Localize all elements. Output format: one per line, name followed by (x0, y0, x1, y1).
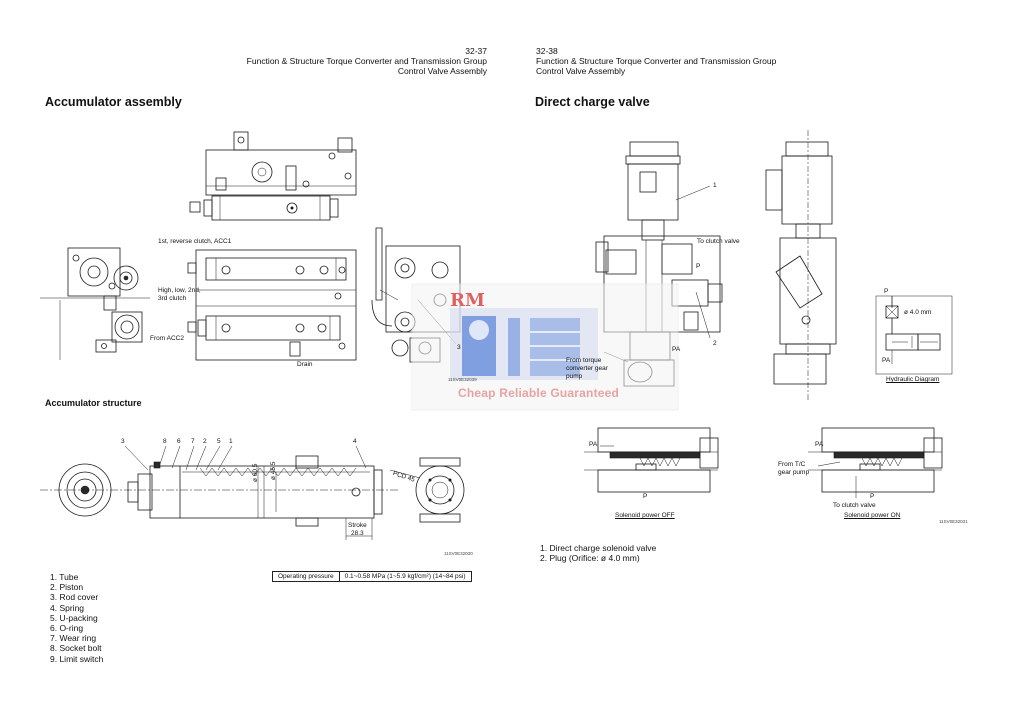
right-page-number: 32-38 (536, 46, 558, 56)
right-page-header: 32-38 Function & Structure Torque Conver… (536, 46, 836, 76)
accumulator-parts-list: 1. Tube 2. Piston 3. Rod cover 4. Spring… (50, 572, 103, 664)
hydraulic-diagram-caption: Hydraulic Diagram (886, 376, 940, 383)
accumulator-assembly-title: Accumulator assembly (45, 95, 182, 109)
dimension-dia-45: ø 45.5 (270, 461, 277, 480)
valve-callout-1: 1 (713, 182, 717, 189)
label-callout-3: 3 (457, 344, 461, 351)
dimension-stroke-value: 28.3 (351, 530, 364, 537)
hydraulic-diagram (875, 295, 953, 375)
accumulator-structure-title: Accumulator structure (45, 398, 142, 408)
left-page-number: 32-37 (465, 46, 487, 56)
valve-figure-code: 11SV0E32031 (939, 519, 968, 524)
label-hydraulic-p: P (884, 288, 889, 295)
label-clutch-line2: 3rd clutch (158, 295, 187, 302)
operating-pressure-table: Operating pressure 0.1~0.58 MPa (1~5.9 k… (272, 571, 472, 582)
part-item: 1. Direct charge solenoid valve (540, 543, 657, 553)
structure-callout-3: 3 (121, 438, 125, 445)
label-acc2: From ACC2 (150, 335, 184, 342)
operating-pressure-value: 0.1~0.58 MPa (1~5.9 kgf/cm²) (14~84 psi) (338, 571, 472, 582)
dimension-dia-60: ø 60.5 (252, 463, 259, 482)
structure-callout-7: 7 (191, 438, 195, 445)
label-from-tc-line3: pump (566, 373, 583, 380)
part-item: 6. O-ring (50, 623, 84, 634)
part-item: 1. Tube (50, 572, 79, 582)
accumulator-side-view (40, 247, 150, 360)
solenoid-on-section (808, 427, 943, 498)
solenoid-off-caption: Solenoid power OFF (615, 512, 675, 519)
structure-figure-code: 11SV0E32030 (444, 551, 473, 556)
label-drain: Drain (297, 361, 313, 368)
part-item: 8. Socket bolt (50, 643, 102, 654)
label-off-p: P (643, 493, 648, 500)
structure-callout-1: 1 (229, 438, 233, 445)
accumulator-top-view (189, 131, 357, 221)
left-header-line1: Function & Structure Torque Converter an… (246, 56, 487, 66)
part-item: 3. Rod cover (50, 592, 99, 603)
part-item: 7. Wear ring (50, 633, 97, 644)
label-on-pa: PA (815, 441, 824, 448)
label-from-tc-gear-line1: From T/C (778, 461, 806, 468)
operating-pressure-label: Operating pressure (272, 571, 340, 582)
label-from-tc-line1: From torque (566, 357, 602, 364)
accumulator-structure-drawing (40, 445, 465, 540)
label-port-p: P (696, 263, 701, 270)
right-header-line1: Function & Structure Torque Converter an… (536, 56, 777, 66)
right-header-line2: Control Valve Assembly (536, 66, 626, 76)
left-header-line2: Control Valve Assembly (397, 66, 487, 76)
part-item: 9. Limit switch (50, 653, 104, 664)
structure-callout-5: 5 (217, 438, 221, 445)
accumulator-front-view (187, 249, 357, 361)
dimension-stroke-label: Stroke (348, 522, 367, 529)
watermark-text: Cheap Reliable Guaranteed (458, 386, 620, 400)
valve-callout-2: 2 (713, 340, 717, 347)
structure-callout-2: 2 (203, 438, 207, 445)
label-hydraulic-pa: PA (882, 357, 891, 364)
label-from-tc-line2: converter gear (566, 365, 608, 372)
part-item: 2. Plug (Orifice: ø 4.0 mm) (540, 553, 640, 564)
solenoid-on-caption: Solenoid power ON (844, 512, 901, 519)
valve-parts-list: 1. Direct charge solenoid valve 2. Plug … (540, 543, 656, 563)
left-page-header: 32-37 Function & Structure Torque Conver… (200, 46, 487, 76)
structure-callout-6: 6 (177, 438, 181, 445)
direct-charge-valve-title: Direct charge valve (535, 95, 650, 109)
part-item: 5. U-packing (50, 612, 98, 623)
part-item: 2. Piston (50, 582, 84, 593)
assembly-figure-code: 11SV0E32039 (448, 377, 477, 382)
part-item: 4. Spring (50, 602, 85, 613)
label-acc1: 1st, reverse clutch, ACC1 (158, 238, 232, 245)
watermark-logo: RM (450, 290, 485, 311)
label-clutch-line1: High, low, 2nd, (158, 287, 201, 294)
solenoid-off-section (584, 427, 719, 493)
label-to-clutch-valve: To clutch valve (697, 238, 740, 245)
structure-callout-4: 4 (353, 438, 357, 445)
structure-callout-8: 8 (163, 438, 167, 445)
label-to-clutch-valve-2: To clutch valve (833, 502, 876, 509)
label-from-tc-gear-line2: gear pump (778, 469, 810, 476)
label-on-p: P (870, 493, 875, 500)
watermark-graphic (411, 283, 679, 411)
label-off-pa: PA (589, 441, 598, 448)
label-port-pa: PA (672, 346, 681, 353)
direct-charge-valve-side (765, 130, 837, 400)
label-orifice-size: ø 4.0 mm (904, 309, 932, 316)
